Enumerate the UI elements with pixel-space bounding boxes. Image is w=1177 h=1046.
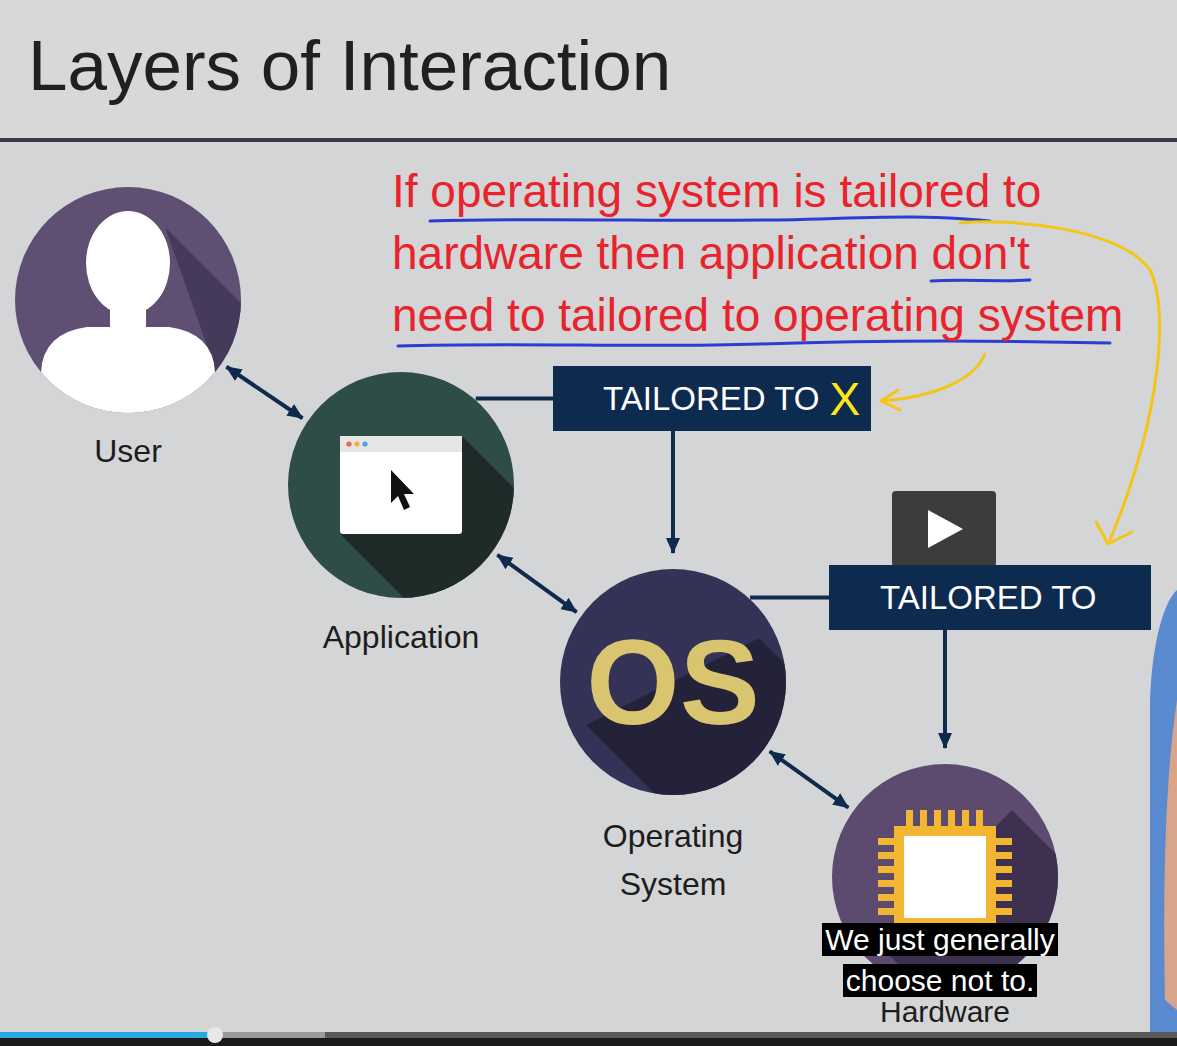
title-rule	[0, 138, 1177, 142]
underline	[398, 341, 1110, 346]
progress-played	[0, 1032, 215, 1038]
presenter-arm	[1164, 700, 1177, 1010]
tailored-box: TAILORED TO	[829, 565, 1151, 630]
node-label: User	[15, 431, 241, 471]
annotation-holder: If operating system is tailored to hardw…	[392, 160, 1134, 346]
circle-outline	[832, 764, 1058, 990]
underline	[931, 280, 1030, 281]
subtitle-bar: We just generally choose not to.	[809, 922, 1071, 1004]
hardware-circle: Hardware	[832, 764, 1058, 990]
progress-track	[0, 1032, 1177, 1038]
connector-arrow	[943, 630, 947, 748]
title-band	[0, 0, 1177, 140]
circle-icon	[340, 436, 514, 598]
progress-scrubber	[207, 1027, 223, 1043]
application-circle: Application	[288, 372, 514, 598]
title-holder: Layers of Interaction	[28, 26, 671, 106]
connector-arrow	[497, 555, 576, 612]
connector-arrow	[770, 751, 849, 807]
hand-arrow	[883, 354, 985, 401]
presenter-shirt	[1150, 590, 1177, 1046]
play-button	[892, 491, 996, 567]
hand-arrowhead	[881, 390, 900, 410]
circle-outline	[288, 372, 514, 598]
hand-arrowhead	[1096, 522, 1132, 544]
circle-outline	[15, 187, 241, 413]
node-label: Application	[288, 617, 514, 657]
tailored-box: TAILORED TO X	[553, 366, 871, 431]
annotation-note: If operating system is tailored to hardw…	[392, 160, 1134, 346]
player-controls	[0, 1038, 1177, 1046]
subtitle-text: We just generally choose not to.	[822, 923, 1058, 997]
presenter	[1150, 590, 1177, 1046]
node-label: Operating System	[560, 812, 786, 908]
connector-arrow	[227, 367, 303, 418]
box-label: TAILORED TO	[603, 380, 819, 418]
node-label: Hardware	[832, 996, 1058, 1028]
box-label: TAILORED TO	[880, 579, 1096, 617]
video-progress	[0, 1027, 1177, 1046]
hand-mark: X	[829, 372, 860, 426]
connector-arrow	[476, 397, 553, 401]
progress-buffer	[0, 1032, 325, 1038]
play-triangle	[928, 510, 963, 548]
os-circle: OSOperating System	[560, 569, 786, 795]
user-circle: User	[15, 187, 241, 413]
circle-icon	[41, 211, 241, 413]
connector-arrow	[671, 431, 675, 553]
play-button-frame	[892, 491, 996, 567]
connector-arrow	[750, 596, 829, 600]
slide-title: Layers of Interaction	[28, 26, 671, 106]
underline	[430, 217, 990, 221]
os-logo: OS	[560, 569, 786, 795]
circle-icon	[878, 810, 1058, 990]
